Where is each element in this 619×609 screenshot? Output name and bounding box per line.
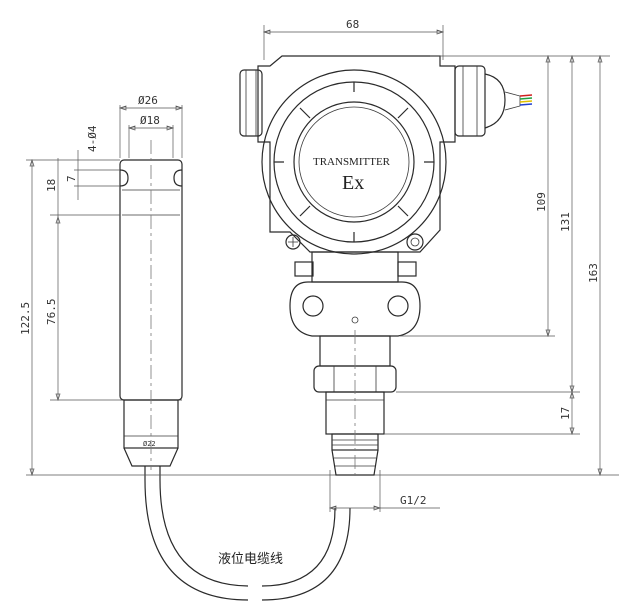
dim-76-5: 76.5 [45,299,58,326]
wire-blue [519,103,533,106]
bracket-hole-left [302,295,324,317]
front-cover-window [293,101,415,223]
gland-nut [484,73,506,129]
dim-7: 7 [65,175,78,182]
dim-68: 68 [346,18,359,31]
dim-dia-22: Ø22 [143,440,156,448]
probe-view: Ø22 液位电缆线 Ø26 Ø18 4-Ø4 7 18 [19,94,619,601]
left-gland [239,69,263,137]
cable-inner-right [261,507,336,587]
dim-163: 163 [587,263,600,283]
housing-outline [257,55,456,253]
cable-outer-left [144,466,249,601]
cable-outer-right [261,507,351,601]
cable-label: 液位电缆线 [218,551,283,567]
brand-label: TRANSMITTER [313,156,391,168]
neck [311,251,399,283]
dim-122-5: 122.5 [19,302,32,335]
probe-hole-right [173,169,183,187]
dim-109: 109 [535,192,548,212]
dim-dia-18: Ø18 [140,114,160,127]
dim-18: 18 [45,179,58,192]
wire-red [519,94,533,97]
dim-dia-26: Ø26 [138,94,158,107]
dim-thread: G1/2 [400,494,427,507]
dim-holes: 4-Ø4 [86,125,99,152]
transmitter-view: 68 TRANSMITTER Ex [239,18,610,512]
bracket-block [289,281,421,337]
ground-screw-left [285,234,301,250]
bracket-hole-right [387,295,409,317]
lug-left [294,261,314,277]
wire-green [519,97,533,100]
lug-right [397,261,417,277]
dim-17: 17 [559,407,572,420]
ground-screw-right [406,233,424,251]
ex-label: Ex [342,172,364,194]
right-gland [454,65,486,137]
wire-yellow [519,100,533,103]
cable-inner-left [159,466,249,587]
front-cover-outer [261,69,447,255]
dim-131: 131 [559,212,572,232]
probe-hole-left [119,169,129,187]
